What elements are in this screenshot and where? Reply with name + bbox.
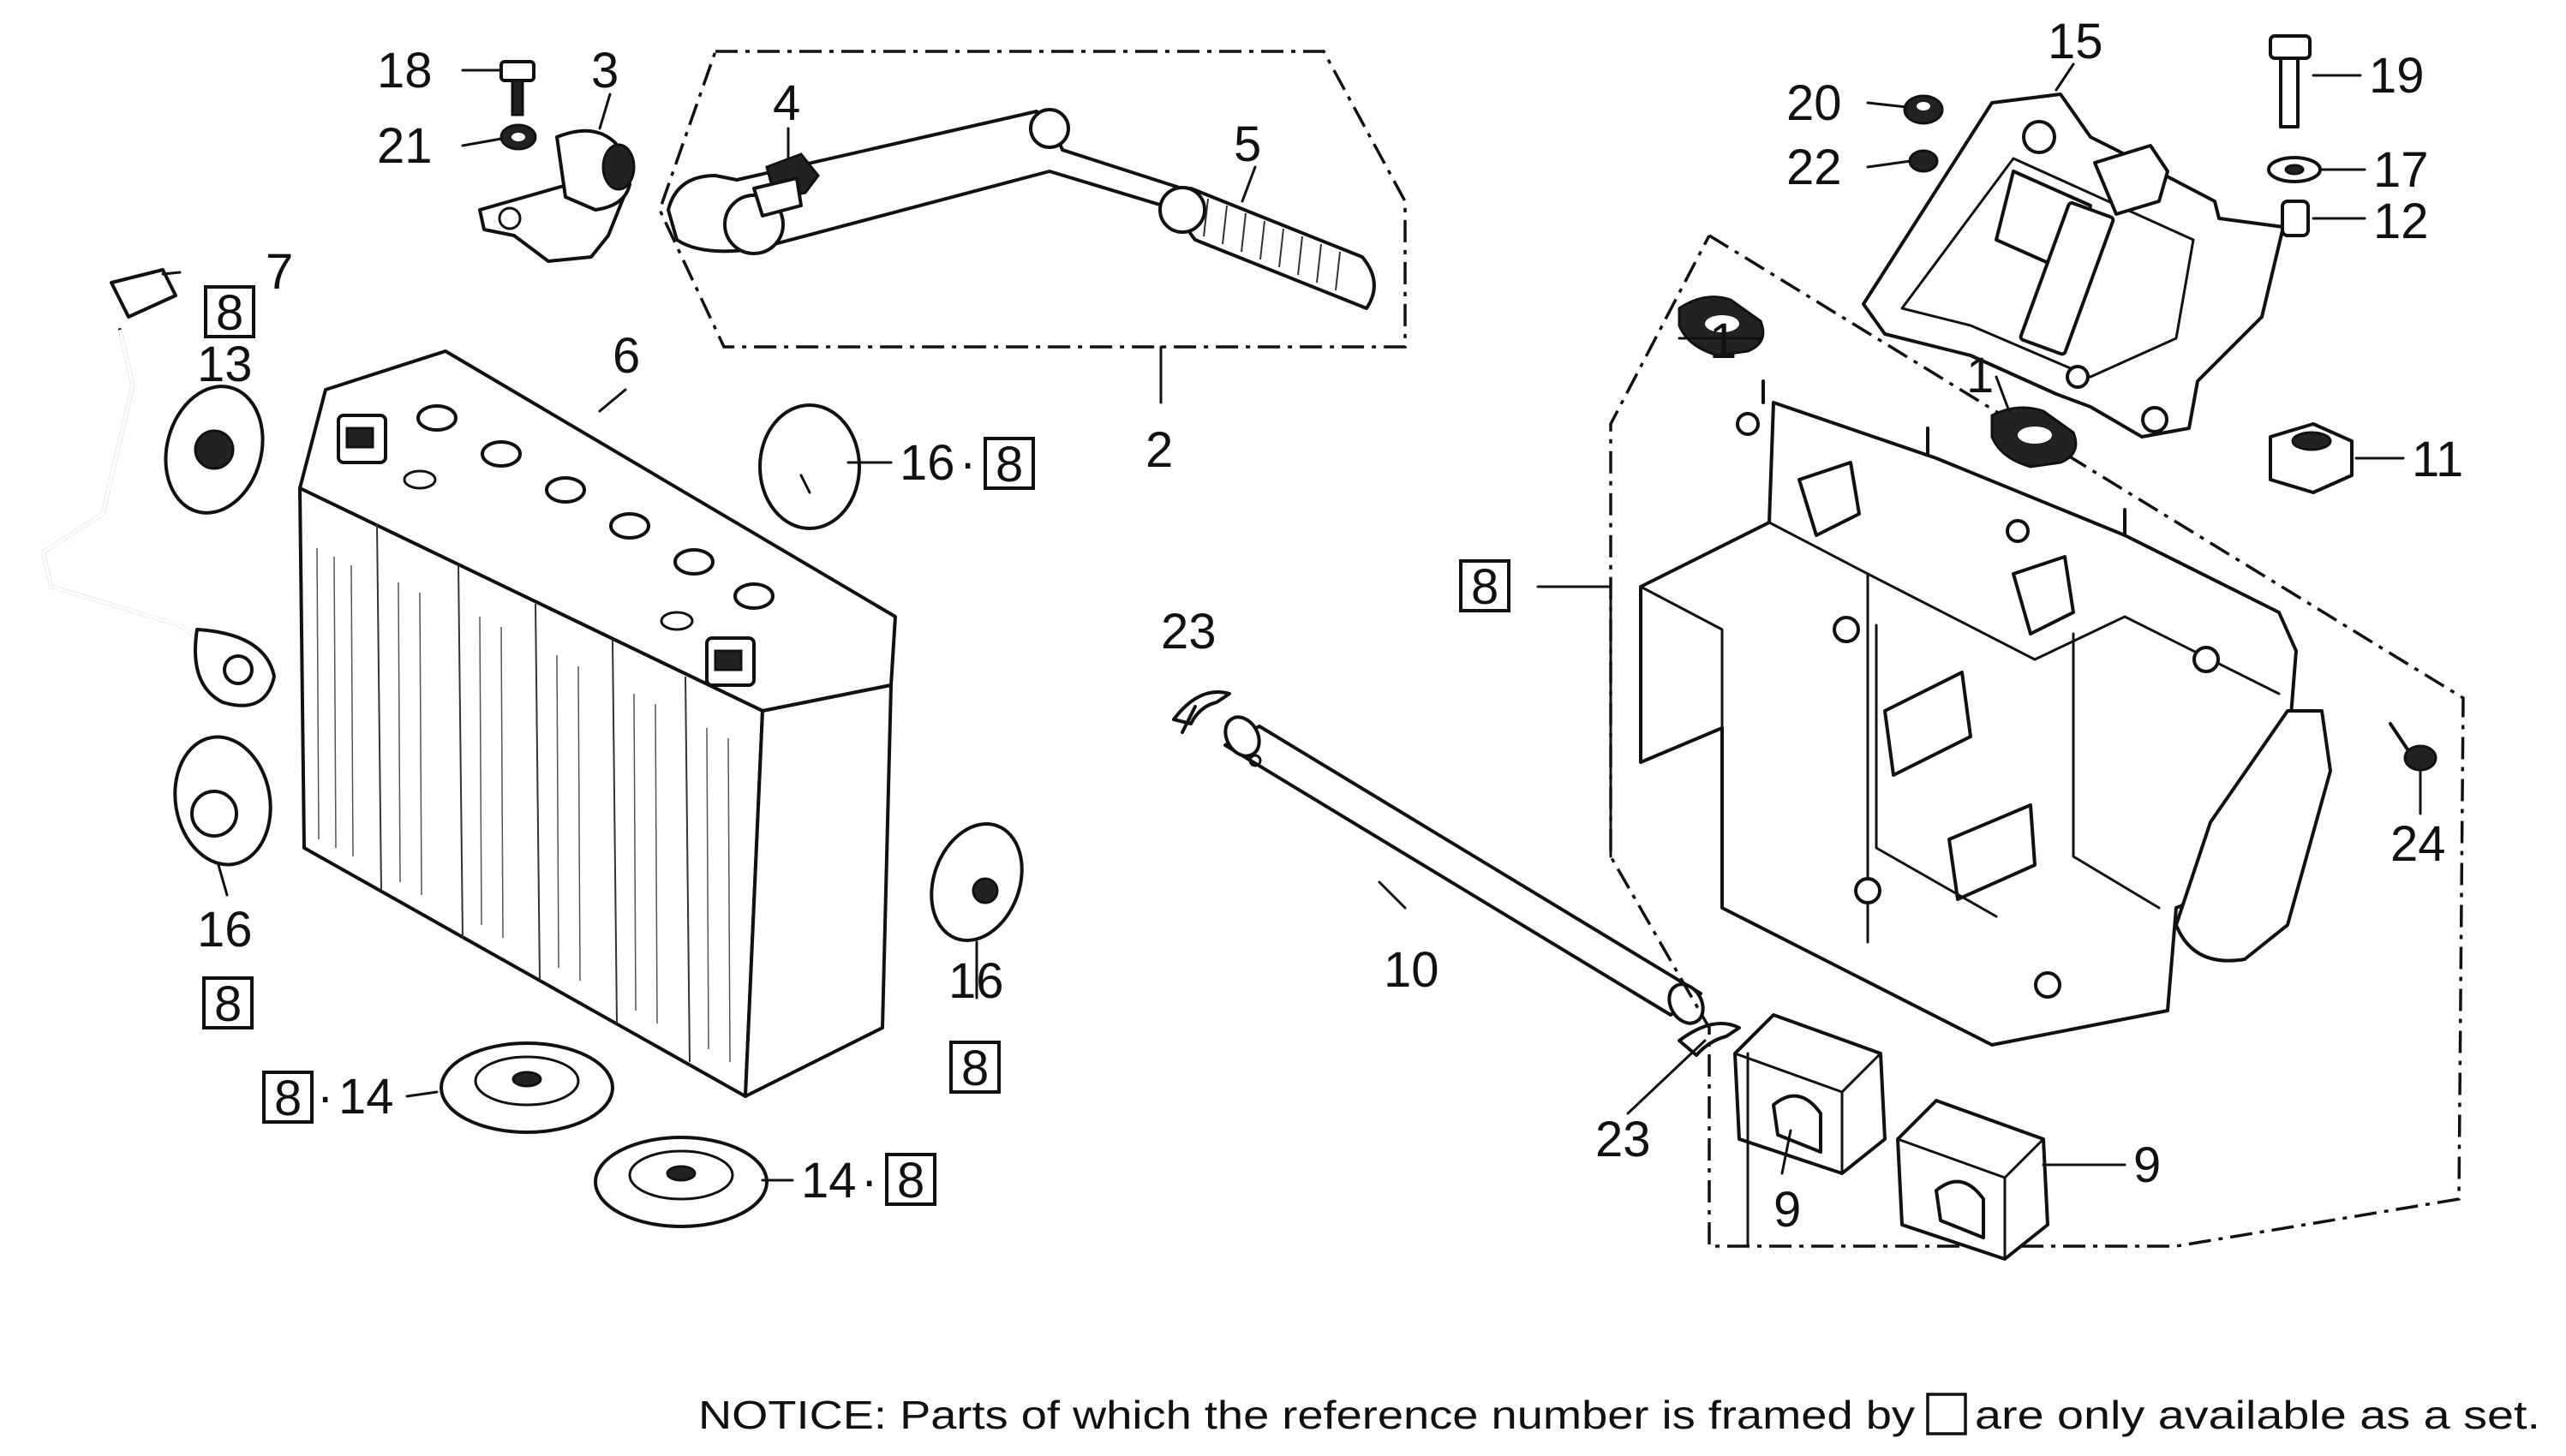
- rubber-pad-14-b: [594, 1136, 769, 1228]
- svg-text:8: 8: [897, 1153, 924, 1208]
- bolt-19: [2269, 34, 2312, 128]
- callout-7: 7: [266, 244, 293, 300]
- set-box-14-b: · 8: [861, 1153, 936, 1208]
- rubber-1-a: [1678, 295, 1765, 357]
- battery-case-assembly: [1609, 234, 2465, 1248]
- rubber-cushion-16-c: [930, 822, 1024, 942]
- callout-9-a: 9: [1773, 1182, 1801, 1238]
- callout-1-a: 1: [1709, 313, 1737, 369]
- nut-22: [1908, 149, 1939, 173]
- svg-text:8: 8: [996, 437, 1023, 492]
- callout-6: 6: [613, 328, 640, 384]
- set-box-16-a: · 8: [960, 435, 1035, 492]
- svg-text:8: 8: [1471, 559, 1498, 615]
- leader-lines: [161, 63, 2422, 1248]
- set-box-case: 8: [1459, 559, 1510, 615]
- rubber-mount-9-b: [1896, 1099, 2049, 1261]
- nut-11: [2269, 422, 2354, 494]
- rubber-cushion-16-a: [758, 403, 861, 530]
- bracket-3: [478, 128, 636, 263]
- battery-6: [298, 349, 897, 1098]
- svg-text:8: 8: [216, 285, 243, 341]
- notice-text-1: NOTICE: Parts of which the reference num…: [698, 1393, 1915, 1437]
- rod-10: [1223, 715, 1705, 1025]
- callout-20: 20: [1786, 75, 1842, 131]
- svg-text:8: 8: [214, 976, 242, 1032]
- rubber-pad-14-a: [440, 1041, 614, 1134]
- callout-13: 13: [197, 337, 253, 392]
- callout-15: 15: [2048, 14, 2103, 69]
- callout-14-a: 14: [338, 1069, 394, 1125]
- callout-2: 2: [1145, 422, 1173, 478]
- set-box-7: 8: [204, 285, 255, 341]
- callout-10: 10: [1384, 942, 1439, 998]
- callout-19: 19: [2369, 48, 2425, 104]
- set-frames: 8 · 8 8 8 8 · · 8 8: [202, 285, 1510, 1208]
- callout-24: 24: [2390, 816, 2446, 872]
- callout-4: 4: [773, 75, 800, 131]
- set-box-14-a: 8 ·: [262, 1069, 333, 1126]
- callout-11: 11: [2412, 432, 2463, 487]
- callout-3: 3: [591, 43, 619, 98]
- holder-plate-15: [1862, 92, 2285, 439]
- callout-21: 21: [377, 118, 433, 174]
- callout-17: 17: [2373, 142, 2429, 198]
- rubber-1-b: [1990, 406, 2078, 468]
- callout-5: 5: [1234, 116, 1261, 172]
- callout-14-b: 14: [801, 1153, 857, 1208]
- rubber-cushion-16-b: [173, 735, 272, 867]
- washer-17: [2267, 156, 2322, 183]
- callout-numbers: 18 21 3 4 5 2 6 7 13 16 16 16 14 14 10 2…: [197, 14, 2463, 1238]
- battery-cable-7: [40, 268, 276, 707]
- bolt-18: [499, 60, 535, 116]
- callout-9-b: 9: [2133, 1137, 2161, 1193]
- callout-22: 22: [1786, 140, 1842, 195]
- svg-text:8: 8: [274, 1071, 302, 1126]
- set-box-16-b: 8: [202, 976, 254, 1032]
- clip-23-a: [1172, 690, 1231, 734]
- callout-16-a: 16: [900, 435, 955, 491]
- clip-23-b: [1678, 1022, 1741, 1057]
- callout-18: 18: [377, 43, 433, 98]
- svg-text:8: 8: [961, 1041, 989, 1096]
- callout-12: 12: [2373, 194, 2429, 249]
- rubber-mount-9-a: [1733, 1013, 1887, 1175]
- nut-20: [1903, 94, 1944, 125]
- callout-23-a: 23: [1161, 604, 1217, 659]
- collar-12: [2281, 200, 2310, 237]
- notice-frame-symbol: [1926, 1393, 1967, 1435]
- callout-1-b: 1: [1966, 348, 1994, 403]
- washer-21: [499, 123, 537, 151]
- set-box-16-c: 8: [949, 1041, 1001, 1096]
- callout-16-b: 16: [197, 902, 253, 958]
- callout-16-c: 16: [948, 953, 1004, 1009]
- svg-text:·: ·: [317, 1069, 333, 1125]
- notice-text-2: are only available as a set.: [1975, 1393, 2540, 1437]
- rubber-cushion-13: [164, 385, 265, 515]
- notice: NOTICE: Parts of which the reference num…: [698, 1393, 2540, 1437]
- svg-text:·: ·: [861, 1153, 877, 1208]
- kick-starter-assembly: [658, 50, 1407, 349]
- callout-23-b: 23: [1595, 1112, 1651, 1167]
- svg-text:·: ·: [960, 435, 976, 491]
- screw-24: [2389, 722, 2437, 772]
